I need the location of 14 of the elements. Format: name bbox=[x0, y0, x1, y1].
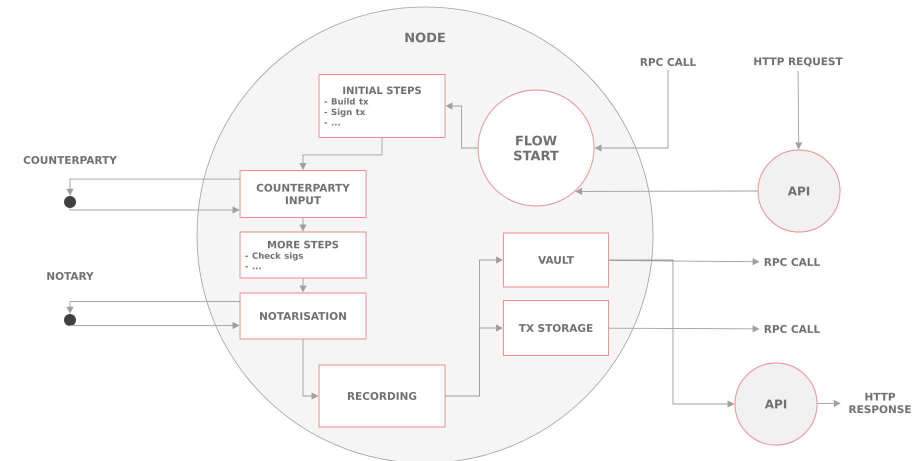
process-box: RECORDING bbox=[318, 364, 446, 428]
process-box: INITIAL STEPS - Build tx - Sign tx - ... bbox=[318, 74, 446, 138]
party-label: COUNTERPARTY bbox=[24, 156, 117, 164]
process-box: TX STORAGE bbox=[503, 300, 609, 356]
endpoint-label: RPC CALL bbox=[640, 58, 696, 66]
process-box: MORE STEPS - Check sigs - ... bbox=[240, 232, 366, 278]
process-box: VAULT bbox=[503, 232, 609, 288]
endpoint-label: RPC CALL bbox=[764, 325, 820, 333]
endpoint-label: RPC CALL bbox=[764, 258, 820, 266]
endpoint-label: HTTP REQUEST bbox=[754, 57, 843, 67]
process-box: NOTARISATION bbox=[240, 292, 366, 340]
endpoint-label: HTTP RESPONSE bbox=[849, 392, 911, 414]
party-label: NOTARY bbox=[47, 272, 94, 280]
process-box: COUNTERPARTY INPUT bbox=[240, 170, 366, 218]
